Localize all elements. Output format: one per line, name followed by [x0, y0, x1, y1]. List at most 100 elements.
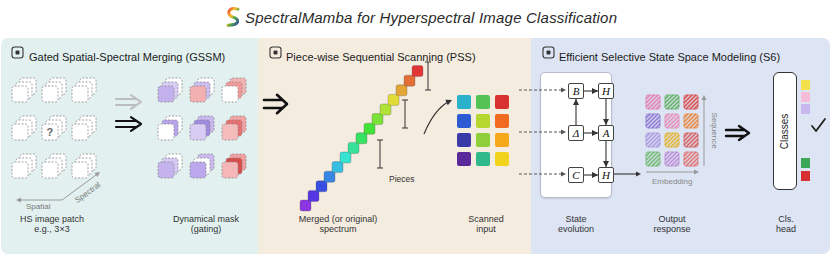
caption-label: HS image patch e.g., 3×3 — [10, 214, 94, 235]
curved-arrow — [424, 102, 448, 134]
spectral-band — [190, 124, 206, 140]
token-cell — [495, 133, 509, 147]
axis-line — [20, 200, 62, 201]
header-icon — [270, 47, 281, 58]
arrow-head — [561, 172, 566, 177]
spectral-band — [80, 154, 96, 170]
hatch-line — [665, 114, 677, 126]
hatch-line — [694, 143, 698, 147]
state-connector — [584, 174, 598, 175]
spectral-band — [166, 154, 182, 170]
response-cell — [646, 95, 660, 109]
double-arrow — [726, 126, 749, 140]
hatch-line — [686, 154, 698, 166]
spectral-band — [76, 82, 92, 98]
hatch-line — [667, 154, 679, 166]
hatch-line — [667, 116, 679, 128]
spectral-band — [222, 86, 238, 102]
hatch-line — [665, 95, 673, 103]
spectral-band — [316, 181, 327, 192]
caption-label: Embedding — [652, 177, 692, 186]
math-symbol: H — [602, 170, 610, 181]
operator-box: Δ — [568, 125, 584, 141]
hatch-line — [690, 120, 698, 128]
hatch-line — [646, 133, 650, 137]
hatch-line — [684, 95, 688, 99]
spectral-band — [46, 82, 62, 98]
state-connector — [584, 90, 598, 91]
response-cell — [684, 114, 698, 128]
hatch-line — [690, 101, 698, 109]
token-cell — [476, 152, 490, 166]
spectral-band — [20, 154, 36, 170]
hatch-line — [665, 152, 669, 156]
header-icon — [16, 51, 20, 55]
hatch-line — [646, 95, 654, 103]
hatch-line — [652, 120, 660, 128]
double-arrow — [116, 95, 141, 109]
hatch-line — [684, 152, 688, 156]
hatch-line — [665, 133, 669, 137]
token-cell — [457, 133, 471, 147]
arrow-head — [702, 95, 707, 100]
hatch-line — [690, 139, 698, 147]
spectral-band — [80, 116, 96, 132]
spectral-band — [20, 78, 36, 94]
hatch-line — [684, 95, 692, 103]
spectral-band — [72, 162, 88, 178]
spectral-band — [80, 78, 96, 94]
operator-box: C — [568, 167, 584, 183]
caption-label: Spatial — [26, 202, 50, 211]
hatch-line — [656, 143, 660, 147]
hatch-line — [656, 105, 660, 109]
operator-box: H — [598, 167, 614, 183]
response-cell — [646, 152, 660, 166]
hatch-line — [648, 135, 660, 147]
hatch-line — [652, 139, 660, 147]
spectral-band — [198, 154, 214, 170]
response-cell — [665, 133, 679, 147]
caption-label: Pieces — [389, 175, 415, 185]
spectral-band — [380, 104, 391, 115]
spectral-band — [364, 123, 375, 134]
spectral-band — [162, 82, 178, 98]
hatch-line — [684, 133, 696, 145]
response-cell — [665, 152, 679, 166]
spectral-band — [404, 75, 415, 86]
hatch-line — [646, 114, 654, 122]
double-arrow — [116, 117, 141, 131]
hatch-line — [684, 114, 692, 122]
response-cell — [665, 114, 679, 128]
operator-box: H — [598, 83, 614, 99]
spectral-band — [16, 82, 32, 98]
token-cell — [495, 152, 509, 166]
input-line — [519, 90, 561, 91]
arrow-head — [561, 88, 566, 93]
spectral-band — [226, 82, 242, 98]
hatch-line — [652, 101, 660, 109]
arrow-head — [445, 100, 452, 105]
hatch-line — [646, 95, 650, 99]
piece-bracket — [402, 100, 408, 128]
spectral-band — [372, 114, 383, 125]
header-icon — [543, 47, 554, 58]
math-symbol: B — [573, 86, 580, 97]
arrow-head — [94, 172, 100, 177]
spectral-band — [16, 158, 32, 174]
hatch-line — [648, 97, 660, 109]
spectral-band — [332, 162, 343, 173]
spectral-band — [166, 78, 182, 94]
class-head-box: Classes — [773, 72, 797, 190]
spectral-band — [300, 200, 311, 211]
spectral-band — [308, 190, 319, 201]
hatch-line — [684, 95, 696, 107]
caption-label: ? — [47, 126, 54, 139]
hatch-line — [684, 152, 696, 164]
hatch-line — [690, 158, 698, 166]
response-cell — [684, 152, 698, 166]
spectral-band — [50, 78, 66, 94]
spectral-band — [46, 158, 62, 174]
header-icon — [12, 47, 23, 58]
spectral-band — [16, 120, 32, 136]
hatch-line — [675, 105, 679, 109]
